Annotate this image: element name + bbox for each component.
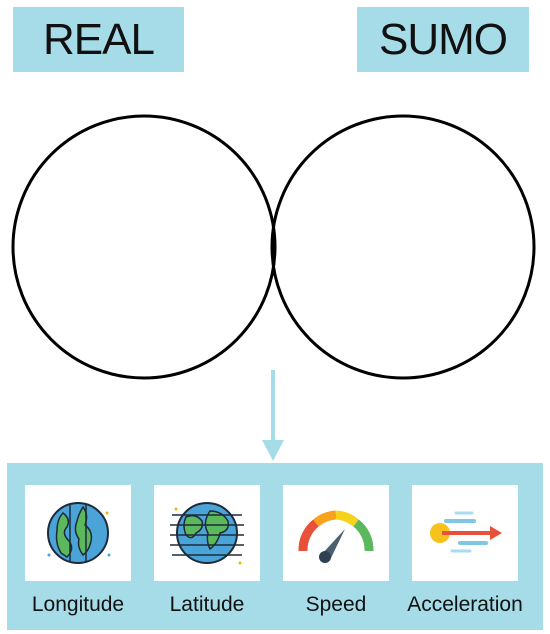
sumo-set-label: SUMO: [357, 7, 529, 72]
feature-label-acceleration: Acceleration: [407, 593, 523, 616]
sumo-set-label-text: SUMO: [379, 14, 508, 64]
sumo-circle: [270, 114, 536, 380]
feature-label-longitude: Longitude: [31, 593, 125, 616]
speedometer-icon: [298, 510, 374, 563]
features-panel: Longitude Latitude Speed: [7, 463, 543, 630]
feature-card-acceleration: [412, 485, 518, 581]
real-set-label-text: REAL: [43, 14, 155, 64]
feature-label-speed: Speed: [305, 593, 367, 616]
real-circle: [11, 114, 277, 380]
globe-longitude-icon: [47, 502, 111, 564]
intersection-arrow: [262, 370, 284, 461]
feature-card-latitude: [154, 485, 260, 581]
feature-card-speed: [283, 485, 389, 581]
feature-label-latitude: Latitude: [169, 593, 245, 616]
venn-diagram: [11, 114, 536, 461]
real-set-label: REAL: [13, 7, 184, 72]
feature-card-longitude: [25, 485, 131, 581]
acceleration-icon: [430, 511, 502, 553]
globe-latitude-icon: [170, 502, 244, 565]
